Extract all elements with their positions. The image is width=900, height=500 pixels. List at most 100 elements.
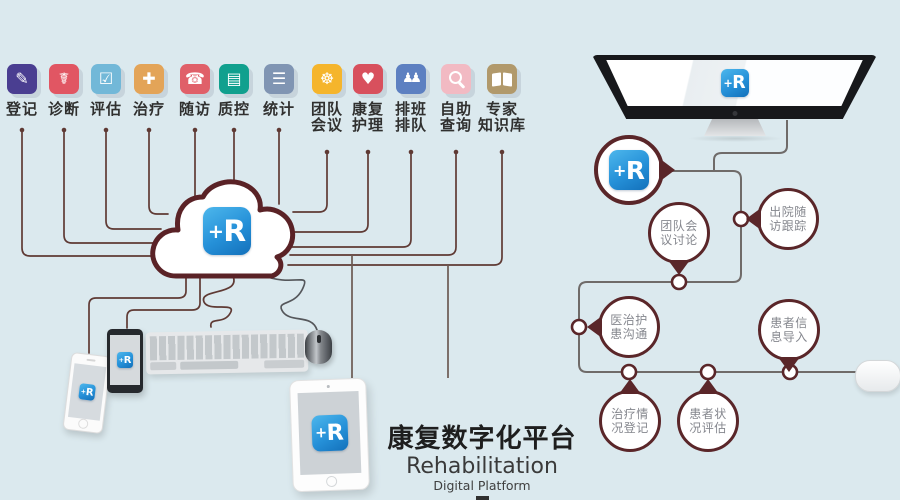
feature-tile-treatment: ✚	[134, 64, 164, 94]
logo-letter: R	[123, 354, 132, 366]
feature-tile-diagnosis: ☤	[49, 64, 79, 94]
connector-diagnosis	[63, 130, 163, 244]
title-block: 康复数字化平台 Rehabilitation Digital Platform	[383, 424, 581, 500]
feature-connector-lines	[21, 130, 503, 266]
tablet: +R	[289, 377, 370, 493]
home-button	[77, 418, 89, 430]
title-underline-mark	[475, 496, 489, 500]
device-cables	[88, 273, 235, 354]
feature-tile-quality-control: ▤	[219, 64, 249, 94]
phone-screen: +R	[110, 335, 140, 385]
logo-letter: R	[223, 213, 247, 249]
team-meeting-icon: ☸	[319, 69, 335, 88]
feature-label-scheduling-queue: 排班排队	[394, 100, 427, 134]
connector-treatment	[148, 130, 169, 215]
feature-tile-registration: ✎	[7, 64, 37, 94]
feature-label-assessment: 评估	[89, 100, 122, 118]
callout-doctor-patient-communication: 医治护患沟通	[587, 296, 660, 358]
callout-pointer	[619, 379, 641, 394]
logo-letter: R	[732, 73, 746, 93]
logo-letter: R	[625, 155, 645, 185]
feature-self-service-query: 自助查询	[430, 64, 482, 133]
logo-plus: +	[118, 356, 124, 364]
callout-patient-info-import: 患者信息导入	[758, 299, 820, 372]
feature-tile-team-meeting: ☸	[312, 64, 342, 94]
feature-label-team-meeting: 团队会议	[310, 100, 343, 134]
cable-phone	[126, 275, 201, 329]
follow-up-icon: ☎	[185, 69, 205, 88]
treatment-icon: ✚	[142, 69, 156, 88]
feature-follow-up: ☎随访	[169, 64, 221, 117]
monitor-stand	[704, 119, 766, 136]
feature-tile-assessment: ☑	[91, 64, 121, 94]
callout-pointer	[697, 379, 719, 394]
connector-scheduling	[290, 152, 412, 248]
app-logo: +R	[117, 352, 133, 368]
logo-plus: +	[723, 76, 733, 90]
monitor-screen: +R	[606, 60, 863, 106]
black-smartphone: +R	[107, 329, 143, 393]
callout-label: 出院随访跟踪	[769, 204, 807, 234]
page-title-en: Rehabilitation	[406, 454, 558, 479]
connector-team-meeting	[292, 152, 328, 213]
mouse-wheel	[316, 335, 321, 343]
assessment-icon: ☑	[98, 69, 114, 88]
feature-assessment: ☑ 评估	[80, 64, 132, 117]
registration-icon: ✎	[15, 69, 29, 88]
feature-tile-expert-knowledge	[487, 64, 517, 94]
logo-letter: R	[85, 386, 95, 399]
diagnosis-icon: ☤	[58, 69, 70, 88]
rehab-nursing-icon: ♥	[360, 69, 376, 88]
callout-label: 医治护患沟通	[610, 312, 648, 342]
feature-registration: ✎登记	[0, 64, 48, 117]
connector-registration	[21, 130, 165, 257]
feature-label-diagnosis: 诊断	[47, 100, 80, 118]
callout-pointer	[668, 260, 690, 275]
page-title-zh: 康复数字化平台	[387, 424, 577, 454]
keyboard	[145, 329, 309, 375]
feature-treatment: ✚ 治疗	[123, 64, 175, 117]
feature-label-treatment: 治疗	[132, 100, 165, 118]
page-title-sub: Digital Platform	[433, 478, 531, 493]
keyboard-numpad	[264, 359, 305, 369]
connector-expert-knowledge	[287, 152, 503, 266]
pin-pointer	[659, 158, 675, 182]
monitor-shadow	[688, 135, 783, 142]
feature-team-meeting: ☸ 团队会议	[301, 64, 353, 133]
self-service-query-icon	[441, 64, 471, 94]
cable-keyboard	[202, 273, 235, 328]
feature-tile-rehab-nursing: ♥	[353, 64, 383, 94]
callout-label: 团队会议讨论	[660, 218, 698, 248]
keyboard-modifier-keys	[150, 361, 177, 371]
desktop-monitor: +R	[592, 55, 877, 145]
app-logo: +R	[720, 69, 749, 97]
phone-screen: +R	[67, 363, 107, 421]
feature-scheduling-queue: ♟ 排班排队	[385, 64, 437, 133]
platform-pin-badge: +R	[594, 135, 675, 205]
feature-diagnosis: ☤ 诊断	[38, 64, 90, 117]
feature-tile-self-service-query	[441, 64, 471, 94]
statistics-icon: ☰	[271, 69, 287, 88]
callout-patient-status-assessment: 患者状况评估	[677, 379, 739, 452]
connector-assessment	[105, 130, 162, 230]
callout-treatment-registration: 治疗情况登记	[599, 379, 661, 452]
feature-tile-statistics: ☰	[264, 64, 294, 94]
white-mouse	[855, 360, 900, 392]
tablet-drop-lines	[351, 255, 449, 378]
feature-label-quality-control: 质控	[217, 100, 250, 118]
logo-plus: +	[613, 160, 627, 180]
logo-plus: +	[207, 219, 224, 243]
cable-iphone	[88, 275, 187, 354]
feature-label-expert-knowledge: 专家知识库	[477, 100, 526, 134]
feature-label-rehab-nursing: 康复护理	[351, 100, 384, 134]
connector-rehab-nursing	[291, 152, 369, 233]
scheduling-queue-icon: ♟	[402, 71, 414, 86]
phone-speaker	[86, 358, 96, 362]
app-logo: +R	[310, 414, 349, 452]
callout-pointer	[746, 208, 761, 230]
callout-label: 治疗情况登记	[611, 406, 649, 436]
wired-mouse	[305, 330, 332, 364]
cable-mouse	[261, 274, 318, 331]
feature-tile-scheduling-queue: ♟	[396, 64, 426, 94]
